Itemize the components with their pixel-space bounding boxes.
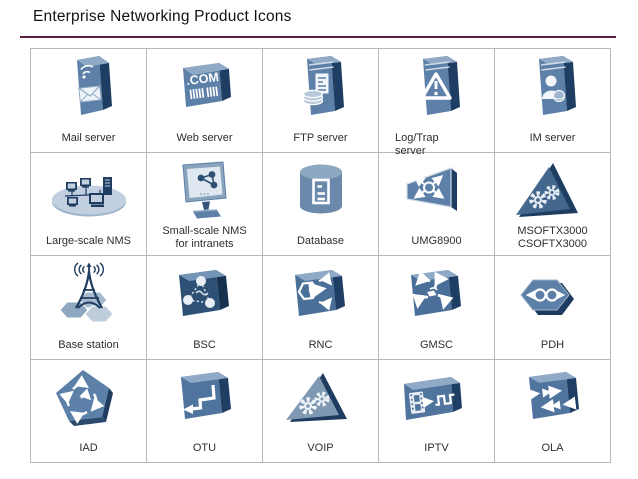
ftp-server-icon <box>302 56 344 115</box>
cell-label: Log/Trap server <box>395 132 439 157</box>
large-scale-nms-icon <box>51 176 126 216</box>
cell-label: Mail server <box>61 131 116 144</box>
web-com-text: .COM <box>185 70 219 88</box>
im-server-icon <box>538 56 576 115</box>
cell-rnc: RNC <box>263 256 379 360</box>
icon-grid: Mail server .COM Web server <box>30 48 611 463</box>
cell-label: Web server <box>176 131 233 144</box>
iad-icon <box>55 369 113 426</box>
title-underline <box>20 36 616 38</box>
cell-label: Database <box>296 235 345 248</box>
cell-label: IAD <box>79 442 98 455</box>
cell-base-station: Base station <box>31 256 147 360</box>
cell-label: RNC <box>308 338 333 351</box>
cell-mail-server: Mail server <box>31 49 147 153</box>
cell-small-scale-nms: Small-scale NMS for intranets <box>147 152 263 256</box>
cell-label: OTU <box>192 442 217 455</box>
cell-iptv: IPTV <box>379 359 495 463</box>
cell-web-server: .COM Web server <box>147 49 263 153</box>
cell-otu: OTU <box>147 359 263 463</box>
cell-label: IPTV <box>424 442 449 455</box>
ola-icon <box>525 371 579 419</box>
cell-pdh: PDH <box>495 256 611 360</box>
cell-ola: OLA <box>495 359 611 463</box>
cell-database: Database <box>263 152 379 256</box>
cell-msoftx-csoftx: MSOFTX3000 CSOFTX3000 <box>495 152 611 256</box>
log-trap-server-icon <box>419 56 460 115</box>
cell-label: Small-scale NMS for intranets <box>162 225 247 251</box>
cell-label: Large-scale NMS <box>46 235 131 248</box>
voip-icon <box>285 372 347 422</box>
small-scale-nms-icon <box>181 160 227 218</box>
cell-label: MSOFTX3000 CSOFTX3000 <box>517 225 588 251</box>
pdh-icon <box>519 279 574 315</box>
mail-server-icon <box>76 56 112 115</box>
cell-large-scale-nms: Large-scale NMS <box>31 152 147 256</box>
cell-label: VOIP <box>307 442 334 455</box>
cell-label: UMG8900 <box>411 235 462 248</box>
cell-ftp-server: FTP server <box>263 49 379 153</box>
cell-label: Base station <box>58 338 119 351</box>
cell-iad: IAD <box>31 359 147 463</box>
cell-voip: VOIP <box>263 359 379 463</box>
gmsc-icon <box>410 270 461 316</box>
web-server-icon: .COM <box>182 63 231 107</box>
cell-label: FTP server <box>293 131 348 144</box>
cell-im-server: IM server <box>495 49 611 153</box>
cell-label: OLA <box>541 442 564 455</box>
cell-bsc: BSC <box>147 256 263 360</box>
msoftx-csoftx-icon <box>515 162 578 217</box>
cell-gmsc: GMSC <box>379 256 495 360</box>
cell-umg8900: UMG8900 <box>379 152 495 256</box>
cell-log-trap-server: Log/Trap server <box>379 49 495 157</box>
cell-label: BSC <box>193 338 216 351</box>
otu-icon <box>180 371 231 419</box>
bsc-icon <box>178 270 229 316</box>
umg8900-icon <box>405 166 457 211</box>
database-icon <box>299 164 342 213</box>
page-title: Enterprise Networking Product Icons <box>33 8 292 25</box>
cell-label: PDH <box>540 338 565 351</box>
cell-label: GMSC <box>420 338 453 351</box>
rnc-icon <box>294 270 345 316</box>
iptv-icon <box>403 376 462 420</box>
cell-label: IM server <box>529 131 576 144</box>
base-station-icon <box>58 262 114 323</box>
